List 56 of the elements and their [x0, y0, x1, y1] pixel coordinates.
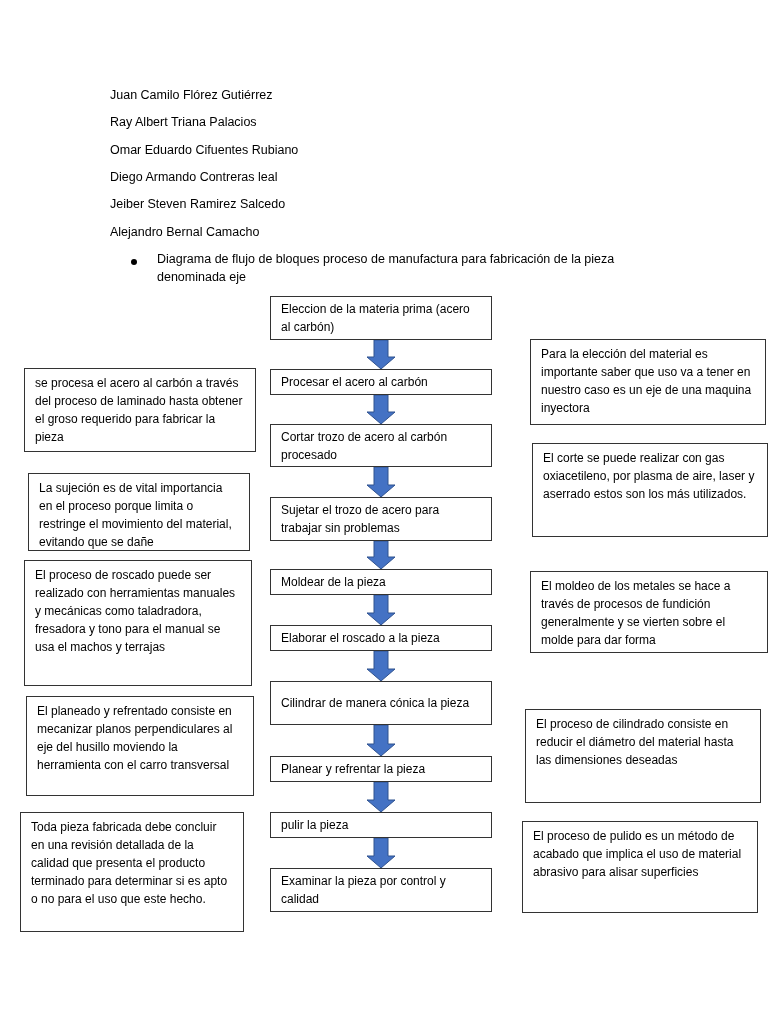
note-box	[26, 696, 254, 796]
box-text: Procesar el acero al carbón	[281, 374, 429, 391]
box-text: Cortar trozo de acero al carbón procesado	[281, 428, 449, 464]
box-text: Examinar la pieza por control y calidad	[281, 873, 447, 908]
box-text: Cilindrar de manera cónica la pieza	[281, 695, 471, 712]
note-box	[24, 560, 252, 686]
box-text: Toda pieza fabricada debe concluir en una revisión detallada de la calidad que presenta el producto terminado para determinar si es apto o no para el uso que este hecho.	[31, 819, 229, 908]
box-text: El proceso de roscado puede ser realizado con herramientas manuales y mecánicas como taladradora, fresadora y tono para el manual se usa el machos y terrajas	[35, 567, 237, 656]
author-name: Alejandro Bernal Camacho	[110, 223, 260, 240]
block-arrow	[366, 540, 396, 570]
block-arrow	[366, 466, 396, 498]
author-name: Diego Armando Contreras leal	[110, 168, 278, 185]
box-text: El proceso de cilindrado consiste en reducir el diámetro del material hasta las dimensiones deseadas	[536, 716, 735, 769]
box-text: pulir la pieza	[281, 817, 350, 834]
block-arrow	[366, 837, 396, 869]
author-name: Jeiber Steven Ramirez Salcedo	[110, 196, 286, 213]
process-box	[270, 625, 492, 651]
box-text: El corte se puede realizar con gas oxiacetileno, por plasma de aire, laser y aserrado estos son los más utilizados.	[543, 450, 756, 503]
box-text: Eleccion de la materia prima (acero al carbón)	[281, 301, 471, 336]
box-text: Elaborar el roscado a la pieza	[281, 630, 441, 647]
process-box	[270, 681, 492, 725]
block-arrow	[366, 781, 396, 813]
note-box	[28, 473, 250, 551]
box-text: se procesa el acero al carbón a través del proceso de laminado hasta obtener el groso requerido para fabricar la pieza	[35, 375, 244, 446]
box-text: Sujetar el trozo de acero para trabajar sin problemas	[281, 502, 441, 537]
box-text: El planeado y refrentado consiste en mecanizar planos perpendiculares al eje del husillo moviendo la herramienta con el carro transversal	[37, 703, 234, 774]
process-box	[270, 812, 492, 838]
block-arrow	[366, 594, 396, 626]
process-box	[270, 868, 492, 912]
block-arrow	[366, 339, 396, 370]
note-box	[522, 821, 758, 913]
note-box	[530, 339, 766, 425]
box-text: Planear y refrentar la pieza	[281, 761, 427, 778]
process-box	[270, 569, 492, 595]
box-text: Moldear de la pieza	[281, 574, 387, 591]
block-arrow	[366, 724, 396, 757]
box-text: Para la elección del material es importante saber que uso va a tener en nuestro caso es un eje de una maquina inyectora	[541, 346, 753, 417]
author-name: Omar Eduardo Cifuentes Rubiano	[110, 141, 299, 158]
note-box	[20, 812, 244, 932]
process-box	[270, 756, 492, 782]
author-name: Juan Camilo Flórez Gutiérrez	[110, 87, 273, 103]
note-box	[525, 709, 761, 803]
process-box	[270, 424, 492, 467]
process-box	[270, 497, 492, 541]
note-box	[530, 571, 768, 653]
block-arrow	[366, 394, 396, 425]
process-box	[270, 296, 492, 340]
box-text: El moldeo de los metales se hace a través de procesos de fundición generalmente y se vierten sobre el molde para dar forma	[541, 578, 732, 649]
note-box	[24, 368, 256, 452]
box-text: La sujeción es de vital importancia en el proceso porque limita o restringe el movimiento del material, evitando que se dañe	[39, 480, 233, 551]
note-box	[532, 443, 768, 537]
block-arrow	[366, 650, 396, 682]
process-box	[270, 369, 492, 395]
author-name: Ray Albert Triana Palacios	[110, 114, 257, 131]
heading-text: Diagrama de flujo de bloques proceso de manufactura para fabricación de la pieza denominada eje	[157, 251, 616, 286]
box-text: El proceso de pulido es un método de acabado que implica el uso de material abrasivo para alisar superficies	[533, 828, 743, 881]
